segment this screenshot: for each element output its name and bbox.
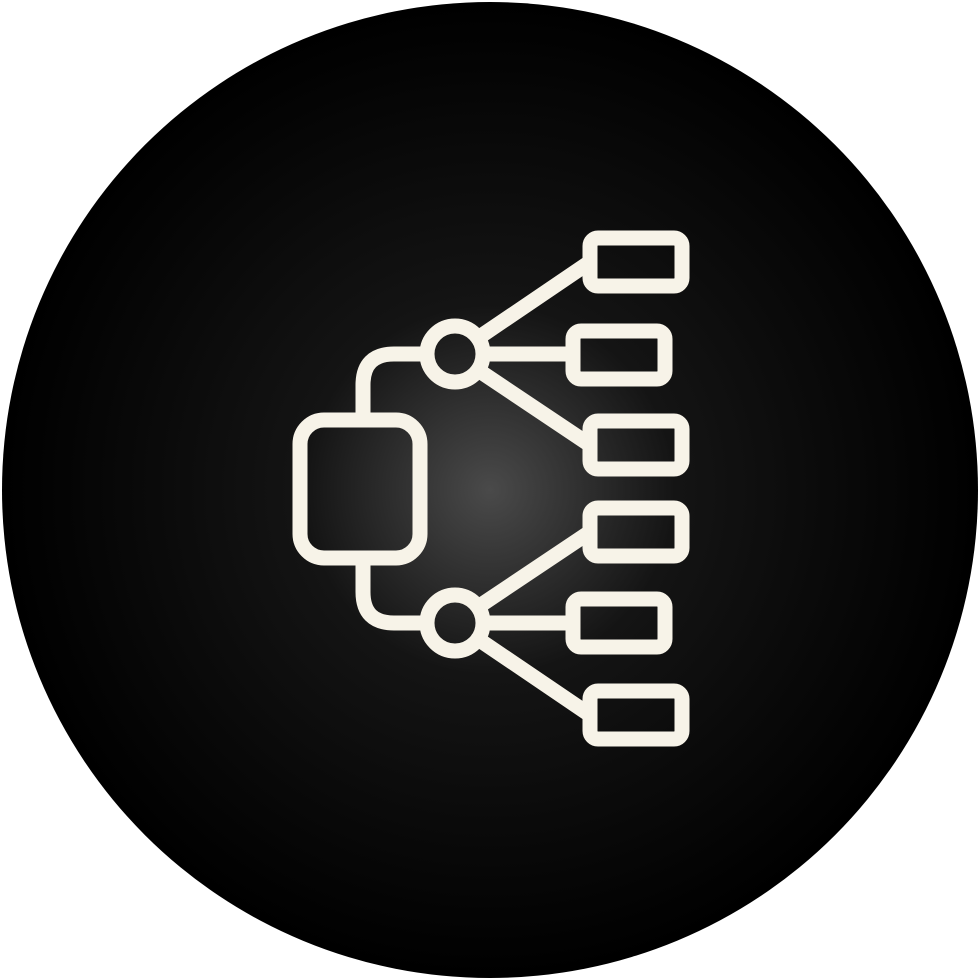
leaf-node xyxy=(582,683,690,747)
leaf-node xyxy=(565,323,673,387)
upper-branch-line-top xyxy=(470,254,598,346)
upper-branch-line-bottom xyxy=(470,362,598,453)
root-to-upper-branch-connector xyxy=(355,346,434,428)
leaf-node xyxy=(582,500,690,564)
leaf-node xyxy=(582,230,690,294)
lower-branch-line-top xyxy=(470,524,598,615)
lower-branch-line-bottom xyxy=(470,631,598,723)
root-to-lower-branch-connector xyxy=(355,550,434,631)
leaf-node xyxy=(565,591,673,655)
leaf-node xyxy=(582,413,690,477)
